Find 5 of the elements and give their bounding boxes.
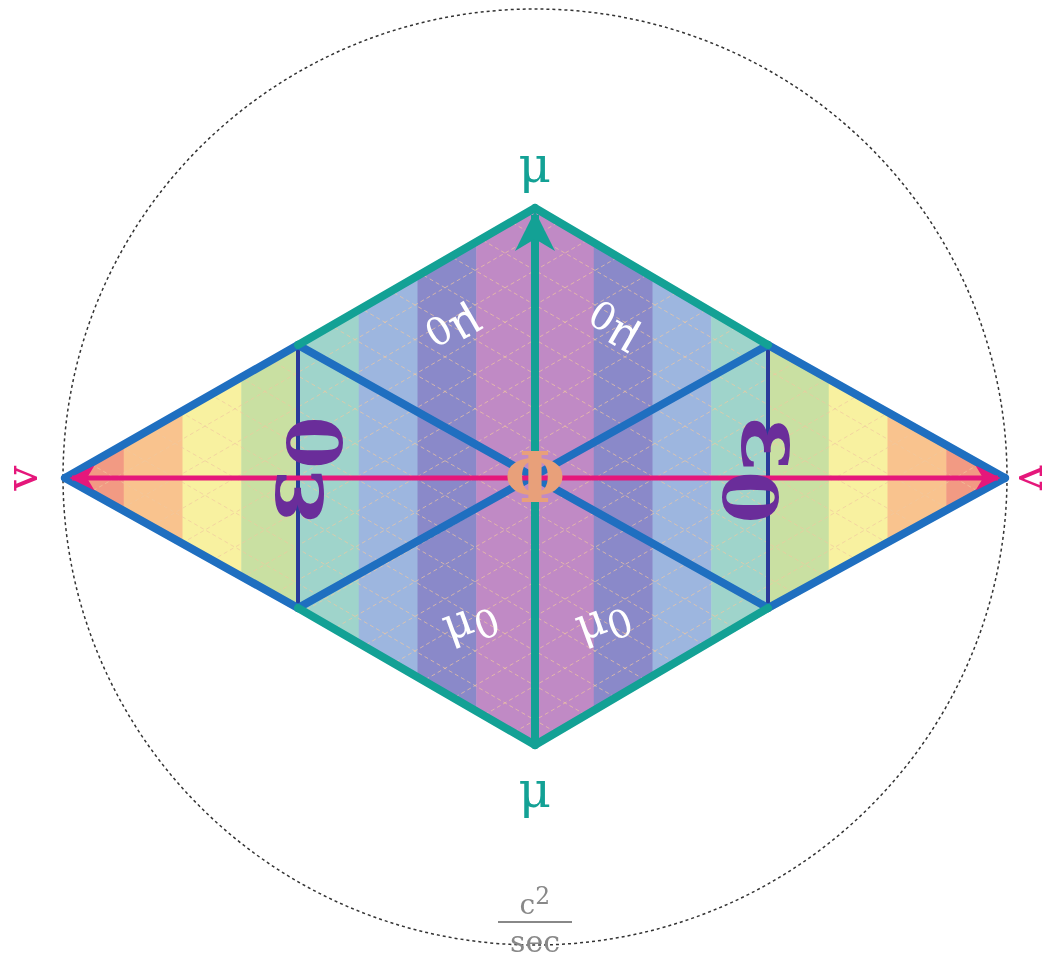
symbol-label: v <box>0 465 44 491</box>
denominator-label: sec <box>510 927 560 957</box>
symbol-label: v <box>1011 465 1044 491</box>
numerator-label: c$^{2}$ <box>519 885 551 920</box>
symbol-label: Φ <box>504 443 566 513</box>
